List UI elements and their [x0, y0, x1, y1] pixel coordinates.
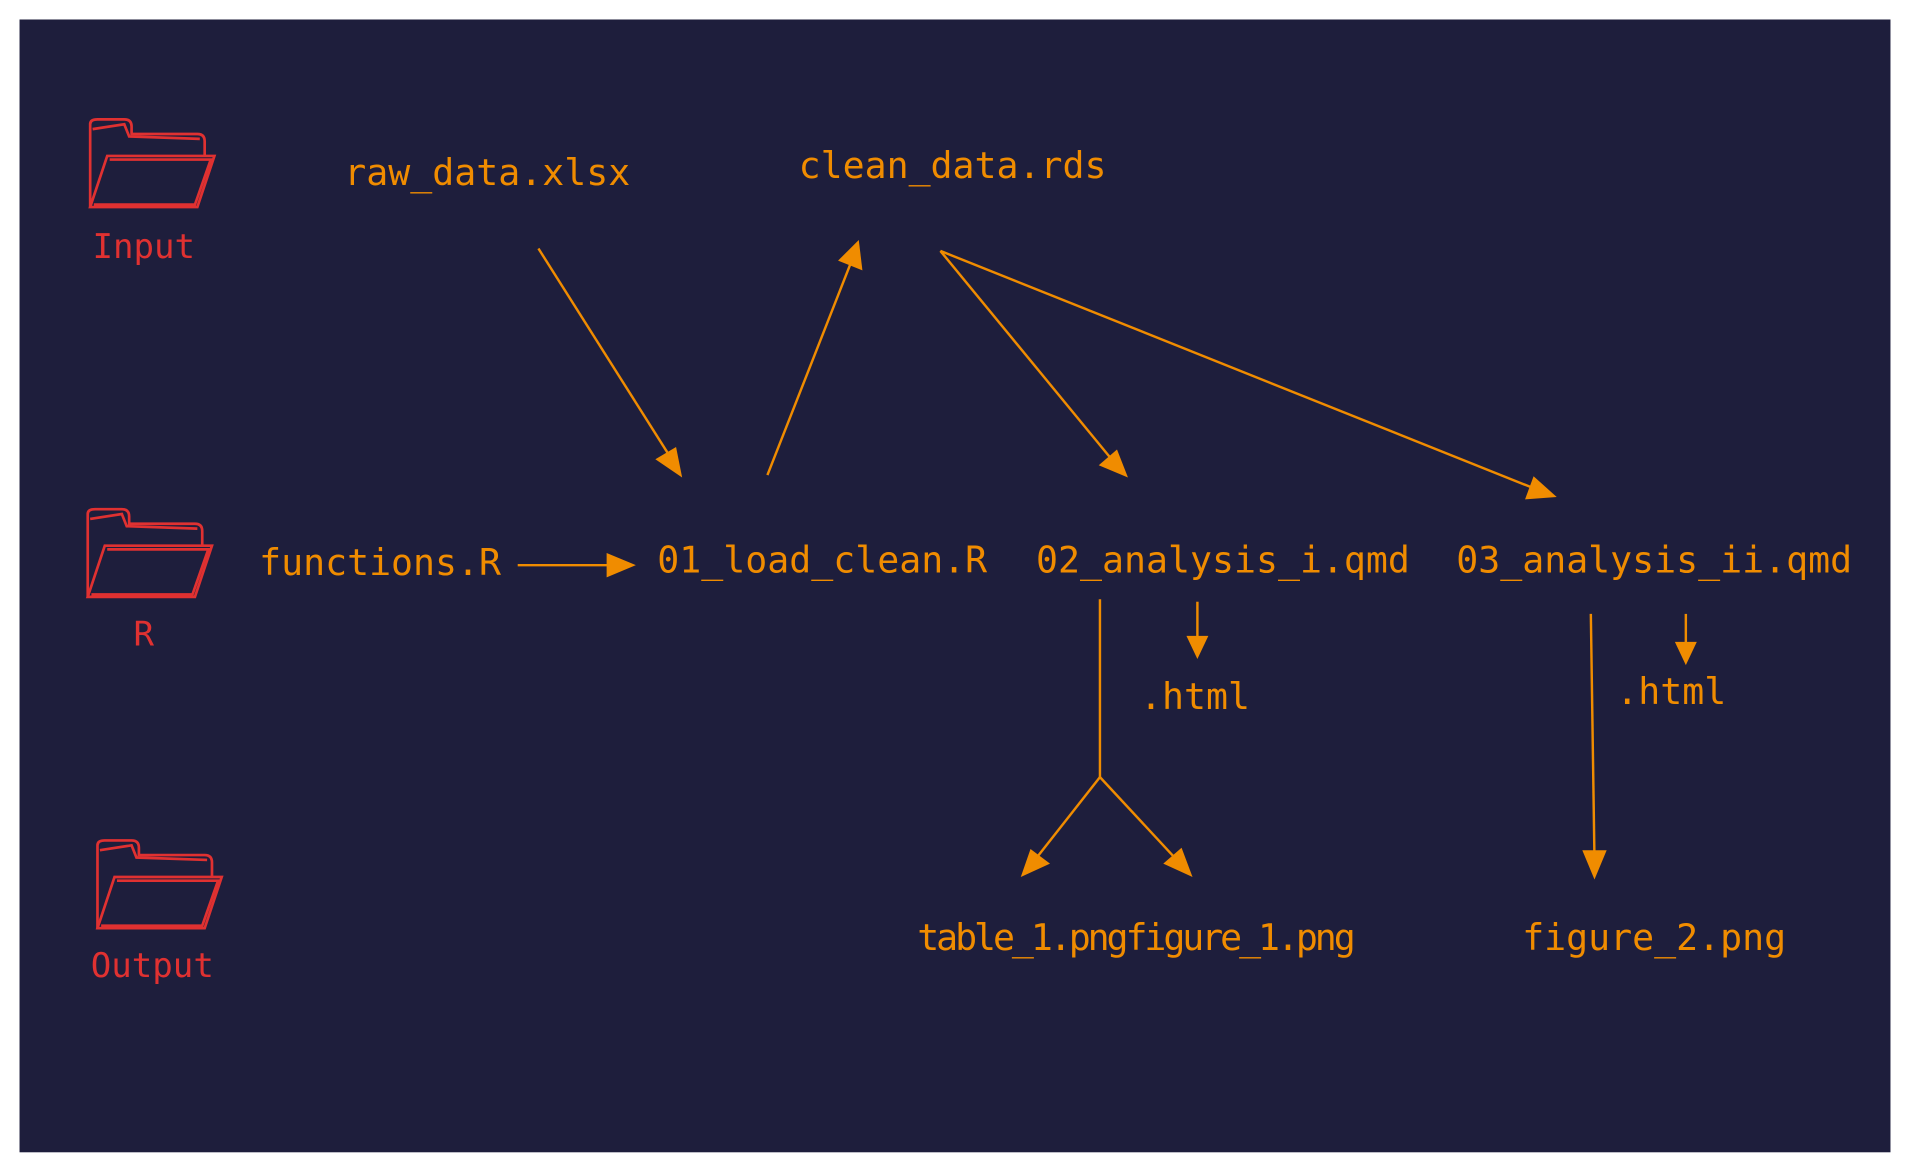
- arrow-functions-to-load: [517, 553, 636, 578]
- node-analysis-ii: 03_analysis_ii.qmd: [1456, 538, 1852, 582]
- arrow-load-to-clean: [766, 239, 863, 476]
- node-raw-data: raw_data.xlsx: [344, 151, 630, 195]
- folder-r: R: [86, 507, 214, 655]
- folder-label-input: Input: [92, 227, 195, 267]
- arrow-analysis-i-to-html: [1186, 601, 1209, 659]
- canvas-background: [19, 19, 1891, 1153]
- arrow-raw-to-load: [537, 247, 683, 478]
- arrow-analysis-i-to-outputs: [1020, 599, 1193, 878]
- folder-input: Input: [88, 118, 216, 267]
- node-clean-data: clean_data.rds: [799, 144, 1107, 188]
- arrow-clean-to-analysis-i: [939, 250, 1128, 478]
- node-outputs-i: table_1.pngfigure_1.png: [917, 916, 1356, 960]
- node-functions: functions.R: [259, 541, 501, 584]
- arrows: [517, 239, 1697, 880]
- arrow-clean-to-analysis-ii: [939, 249, 1557, 500]
- node-analysis-i: 02_analysis_i.qmd: [1036, 538, 1410, 582]
- arrow-analysis-ii-to-figure-2: [1582, 613, 1607, 880]
- node-html-ii: .html: [1616, 670, 1726, 713]
- node-figure-2: figure_2.png: [1522, 916, 1786, 960]
- arrow-analysis-ii-to-html: [1674, 613, 1697, 666]
- folder-label-output: Output: [91, 946, 214, 986]
- folder-output: Output: [91, 839, 224, 986]
- node-html-i: .html: [1140, 675, 1250, 718]
- folder-label-r: R: [134, 615, 155, 655]
- node-load-clean: 01_load_clean.R: [657, 538, 987, 582]
